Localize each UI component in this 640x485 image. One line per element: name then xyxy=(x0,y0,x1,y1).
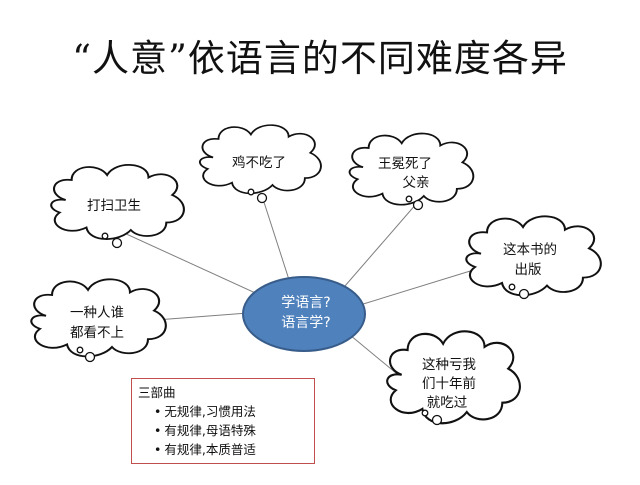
spoke-shu xyxy=(359,267,481,306)
slide-title: “人意”依语言的不同难度各异 xyxy=(72,37,568,80)
cloud-dasao: 打扫卫生 xyxy=(50,163,185,249)
cloud-dasao-line-1: 打扫卫生 xyxy=(87,197,141,214)
cloud-zhezhong-line-3: 就吃过 xyxy=(427,395,468,411)
cloud-shu-line-1: 这本书的 xyxy=(503,241,557,258)
cloud-yizhong: 一种人谁 都看不上 xyxy=(30,278,167,363)
cloud-wangmian: 王冕死了 父亲 xyxy=(348,132,475,211)
three-steps-title: 三部曲 xyxy=(138,385,176,400)
center-line-2: 语言学? xyxy=(281,315,330,331)
cloud-ji: 鸡不吃了 xyxy=(198,124,322,204)
cloud-zhezhong-line-1: 这种亏我 xyxy=(422,356,476,373)
spoke-dasao xyxy=(121,231,263,297)
three-steps-item: 有规律,母语特殊 xyxy=(154,421,314,440)
center-line-1: 学语言? xyxy=(281,295,330,311)
cloud-yizhong-line-2: 都看不上 xyxy=(70,325,124,341)
cloud-wangmian-line-2: 父亲 xyxy=(403,175,430,191)
cloud-ji-line-1: 鸡不吃了 xyxy=(232,154,286,171)
center-node: 学语言? 语言学? xyxy=(242,276,366,352)
cloud-yizhong-line-1: 一种人谁 xyxy=(70,305,124,321)
spoke-yizhong xyxy=(155,312,249,321)
cloud-zhezhong: 这种亏我 们十年前 就吃过 xyxy=(386,330,521,426)
three-steps-box: 三部曲 无规律,习惯用法 有规律,母语特殊 有规律,本质普适 xyxy=(131,378,315,464)
three-steps-list: 无规律,习惯用法 有规律,母语特殊 有规律,本质普适 xyxy=(138,402,314,459)
cloud-wangmian-line-1: 王冕死了 xyxy=(378,156,432,172)
center-oval xyxy=(242,276,366,352)
three-steps-item: 有规律,本质普适 xyxy=(154,440,314,459)
three-steps-item: 无规律,习惯用法 xyxy=(154,402,314,421)
spoke-ji xyxy=(261,195,293,290)
cloud-zhezhong-line-2: 们十年前 xyxy=(422,375,476,392)
cloud-shu-line-2: 出版 xyxy=(515,262,542,278)
cloud-shu: 这本书的 出版 xyxy=(465,215,602,300)
spoke-wangmian xyxy=(337,202,418,295)
